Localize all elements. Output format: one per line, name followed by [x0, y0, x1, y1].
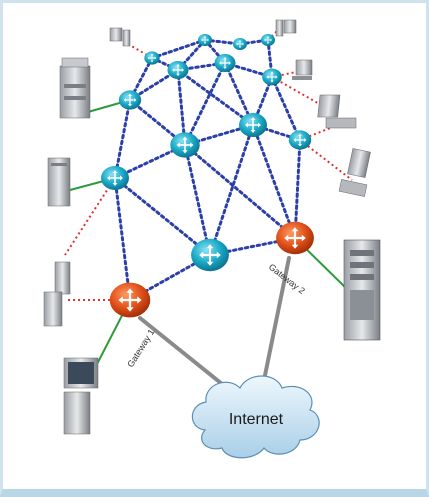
gateway-router-icon	[109, 282, 151, 318]
mesh-link	[113, 176, 212, 257]
server-tower-icon	[43, 291, 63, 327]
mesh-link	[176, 68, 255, 127]
mesh-router-icon	[233, 38, 247, 50]
mesh-router-icon	[144, 51, 160, 65]
mesh-link	[183, 143, 297, 240]
internet-label: Internet	[229, 411, 284, 428]
mesh-routers	[101, 34, 312, 272]
uplink-gateway-2	[260, 256, 291, 392]
client-link	[299, 139, 353, 181]
mesh-link	[293, 138, 302, 240]
client-link	[271, 71, 297, 78]
mesh-router-icon	[167, 61, 189, 79]
client-link	[64, 177, 116, 256]
client-links	[64, 29, 353, 369]
mesh-router-icon	[118, 90, 142, 110]
internet-cloud-icon	[191, 375, 320, 459]
mesh-link	[251, 123, 297, 240]
mesh-router-icon	[214, 54, 236, 72]
mesh-link	[270, 75, 302, 142]
laptop-icon	[317, 94, 357, 129]
desktop-computer-icon	[275, 19, 297, 37]
mesh-router-icon	[288, 130, 312, 150]
internet-uplinks	[138, 256, 291, 394]
server-tower-icon	[47, 157, 71, 207]
gateway-routers	[109, 221, 314, 318]
mesh-link	[113, 176, 132, 302]
mesh-router-icon	[261, 34, 275, 46]
gateway-1-label: Gateway 1	[125, 327, 156, 369]
client-devices	[43, 19, 381, 435]
mesh-router-icon	[191, 238, 229, 272]
printer-icon	[59, 57, 91, 119]
mesh-link	[183, 143, 212, 257]
mesh-router-icon	[239, 113, 267, 137]
mesh-router-icon	[101, 166, 129, 190]
mesh-link	[113, 98, 132, 180]
mesh-router-icon	[198, 34, 212, 46]
mesh-router-icon	[170, 132, 200, 158]
mesh-router-icon	[262, 68, 282, 86]
uplink-gateway-1	[138, 316, 234, 394]
mesh-link	[150, 38, 207, 60]
laptop-icon	[338, 148, 371, 197]
gateway-router-icon	[276, 221, 314, 255]
server-tower-icon	[54, 261, 71, 295]
server-tower-icon	[343, 239, 381, 341]
mesh-link	[183, 61, 227, 147]
mesh-link	[208, 123, 255, 257]
desktop-computer-icon	[292, 59, 313, 80]
desktop-computer-icon	[109, 27, 131, 47]
desktop-computer-icon	[63, 357, 99, 435]
